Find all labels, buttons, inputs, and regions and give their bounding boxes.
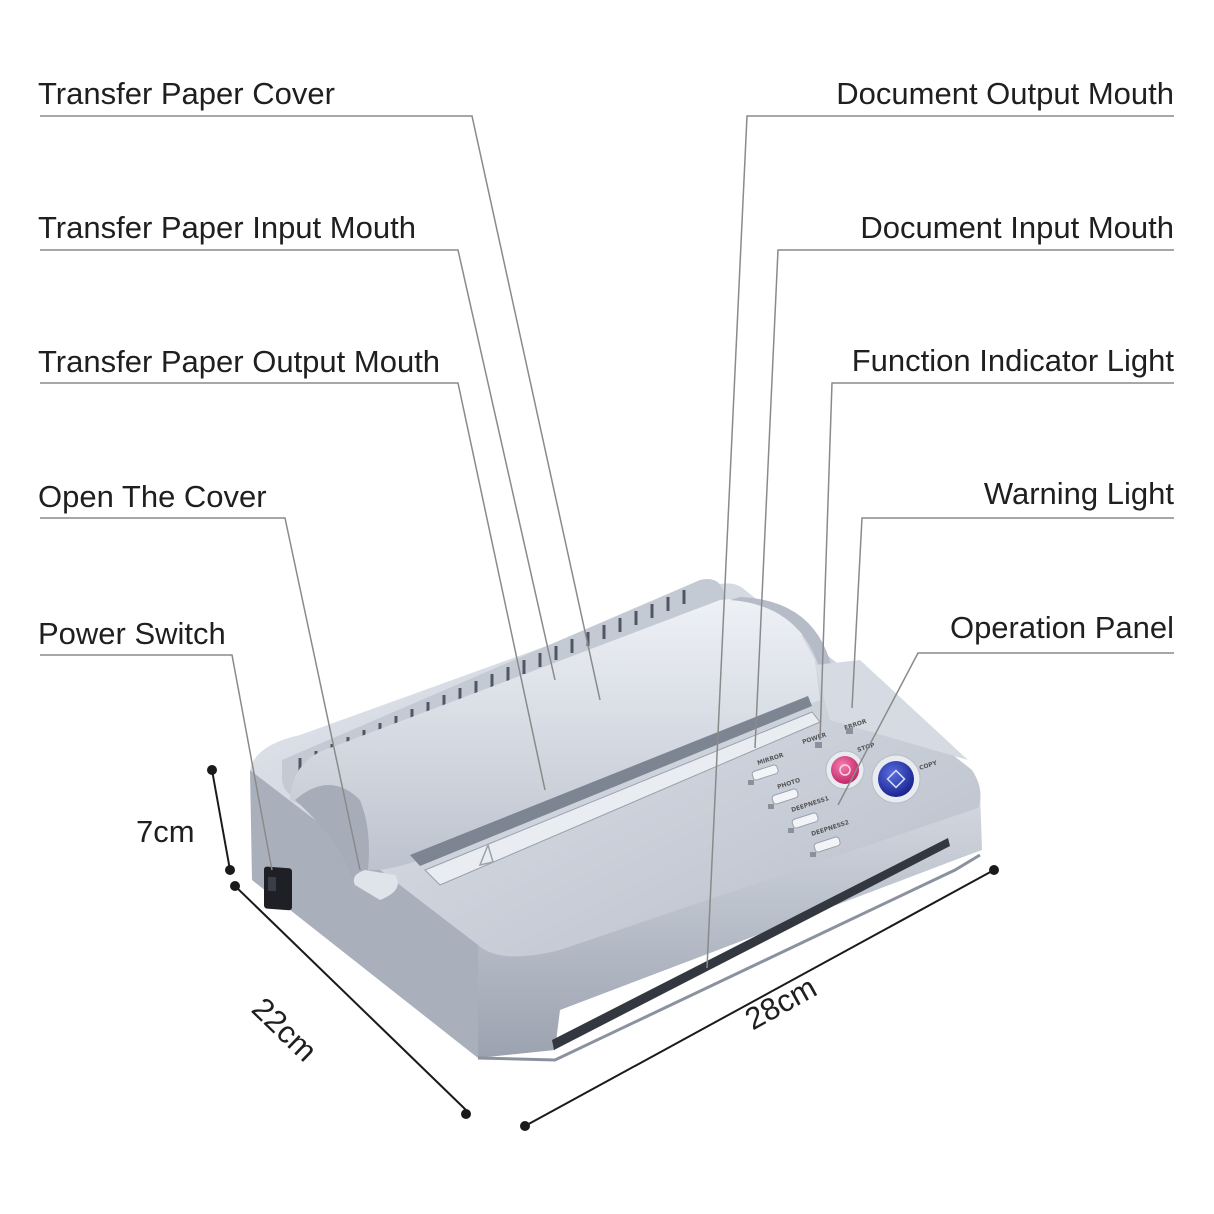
label-power-switch: Power Switch [38,616,226,651]
photo-button [771,788,799,805]
leader-operation-panel [837,652,1174,806]
mirror-button [751,764,779,781]
leader-function-indicator-light [819,382,1174,741]
dim-line-height [211,769,231,871]
dimension-lines [211,769,995,1127]
leader-transfer-paper-output-mouth [40,382,546,791]
error-light [846,728,853,734]
power-light [815,742,822,748]
label-transfer-paper-cover: Transfer Paper Cover [38,76,335,111]
document-output-slot [552,838,950,1050]
label-function-indicator-light: Function Indicator Light [851,343,1174,378]
function-buttons [751,764,841,853]
leader-document-input-mouth [754,249,1174,749]
label-transfer-paper-output-mouth: Transfer Paper Output Mouth [38,344,441,379]
dimension-endpoints [207,765,999,1131]
label-transfer-paper-input-mouth: Transfer Paper Input Mouth [38,210,416,245]
leader-open-the-cover [40,517,361,871]
leader-transfer-paper-input-mouth [40,249,556,681]
leader-transfer-paper-cover [40,115,601,701]
open-cover-latch [353,870,398,900]
power-switch-shape [264,866,292,911]
function-indicator-leds [748,780,816,857]
label-operation-panel: Operation Panel [949,610,1174,645]
leader-power-switch [40,654,273,871]
leader-lines [40,115,1174,969]
dim-line-width [524,869,995,1127]
body-front-face [478,790,982,1058]
label-document-input-mouth: Document Input Mouth [860,210,1174,245]
dim-line-depth [234,885,467,1111]
deepness1-button [791,812,819,829]
label-document-output-mouth: Document Output Mouth [836,76,1174,111]
label-open-the-cover: Open The Cover [38,479,267,514]
copy-button [878,761,914,797]
leader-warning-light [851,517,1174,709]
label-warning-light: Warning Light [983,476,1174,511]
body-left-side [250,770,480,1058]
transfer-paper-cover-shape [290,597,832,885]
dim-label-height: 7cm [136,814,195,849]
deepness2-button [813,836,841,853]
stop-button [831,756,859,784]
leader-document-output-mouth [706,115,1174,969]
